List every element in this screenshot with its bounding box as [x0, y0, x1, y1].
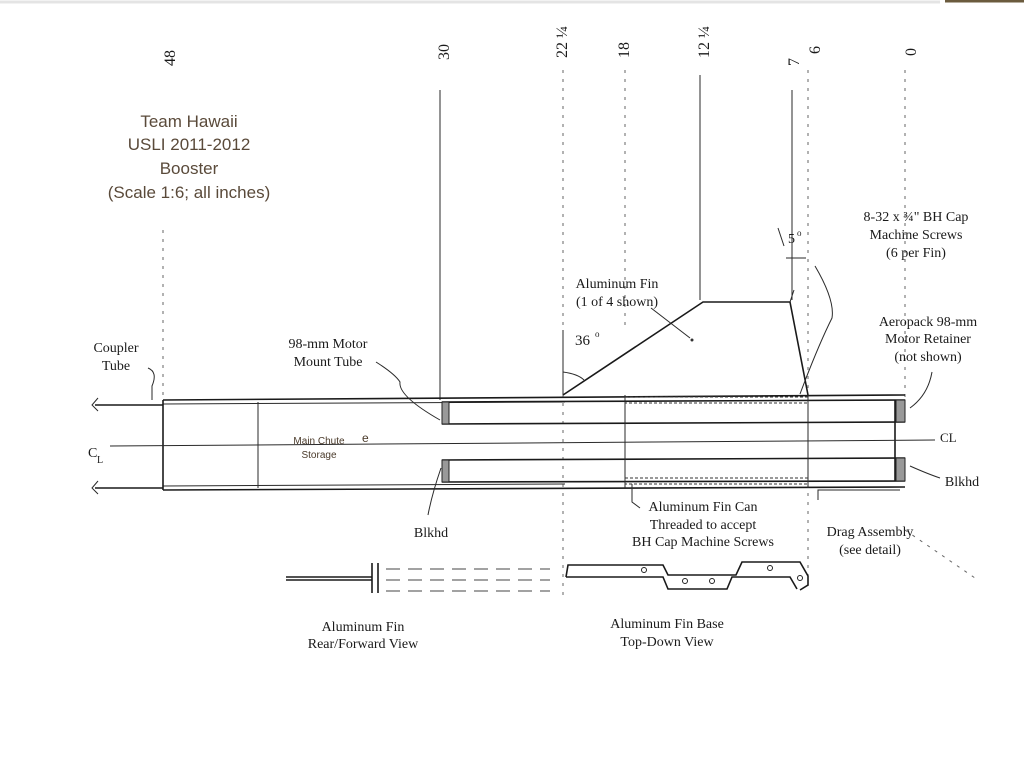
label-cl-right: CL [940, 430, 957, 445]
label-blkhd-right: Blkhd [945, 475, 979, 490]
screws-leader [799, 265, 833, 395]
leaders [147, 265, 976, 579]
fin-base-hole-3 [709, 578, 715, 584]
station-label-22: 22 ¼ [554, 26, 571, 58]
label-fin-can-1: Aluminum Fin Can [649, 500, 758, 515]
label-aeropack-2: Motor Retainer [885, 332, 971, 347]
fin-base-view: Aluminum Fin Base Top-Down View [565, 561, 809, 650]
coupler-leader [147, 367, 155, 400]
fin-can-bottom-strip [624, 477, 809, 485]
break-mark-top [91, 397, 99, 412]
label-cl-left: C [88, 446, 97, 461]
mmt-bottom-inner [441, 457, 906, 461]
drag-detail-leader [904, 529, 976, 579]
bulkhead-aft-bottom [895, 457, 906, 482]
fin-tip-mark [789, 289, 795, 303]
label-main-chute-1: Main Chute [293, 436, 345, 447]
label-fin-1: Aluminum Fin [576, 277, 659, 292]
angle-5-line [777, 227, 785, 247]
fin-can-leader [631, 484, 641, 509]
fin-rear-view: Aluminum Fin Rear/Forward View [286, 563, 550, 652]
label-aeropack-3: (not shown) [894, 350, 962, 365]
fin-base-hole-4 [767, 565, 773, 571]
station-labels: 48 30 22 ¼ 18 12 ¼ 7 6 0 [162, 26, 920, 66]
title-line-1: Team Hawaii [140, 112, 237, 131]
fin-base-hole-5 [797, 575, 803, 581]
label-screws-2: Machine Screws [870, 228, 963, 243]
fin-base-hole-2 [682, 578, 688, 584]
fin-center-dot [690, 338, 694, 342]
label-fin-view-1: Aluminum Fin [322, 620, 405, 635]
label-drag-2: (see detail) [839, 543, 901, 558]
label-angle-36-deg: o [595, 329, 600, 339]
station-label-18: 18 [616, 42, 633, 58]
motor-mount-leader [375, 361, 441, 421]
station-label-0: 0 [903, 48, 920, 56]
label-angle-36: 36 [575, 333, 591, 349]
label-screws-1: 8-32 x ¾" BH Cap [864, 210, 969, 225]
label-screws-3: (6 per Fin) [886, 246, 946, 261]
body-tube-bottom-inner [162, 483, 566, 487]
fin-can-top-strip [624, 396, 809, 404]
bulkhead-fwd-top [441, 401, 450, 425]
station-label-48: 48 [162, 50, 179, 66]
bulkhead-fwd-bottom [441, 459, 450, 483]
station-label-7: 7 [786, 58, 803, 66]
aeropack-leader [909, 371, 933, 409]
mmt-bottom-outer [441, 480, 906, 483]
label-fin-can-2: Threaded to accept [650, 518, 757, 533]
fin-leader [650, 307, 691, 339]
station-label-30: 30 [436, 44, 453, 60]
break-mark-bottom [91, 480, 99, 495]
fin-base-outline-bottom [566, 576, 798, 590]
labels: Coupler Tube 98-mm Motor Mount Tube Main… [88, 210, 979, 558]
body-tube-bottom [162, 486, 906, 491]
drag-bracket [817, 489, 900, 500]
label-e-mark: e [362, 431, 369, 445]
label-cl-left-sub: L [97, 455, 103, 466]
label-main-chute-2: Storage [301, 450, 336, 461]
title-block: Team Hawaii USLI 2011-2012 Booster (Scal… [108, 112, 271, 202]
station-label-6: 6 [807, 46, 824, 54]
fin-base-hole-1 [641, 567, 647, 573]
station-label-12: 12 ¼ [696, 26, 713, 58]
centerline [109, 439, 936, 447]
label-fin-base-1: Aluminum Fin Base [610, 617, 724, 632]
label-coupler-1: Coupler [93, 341, 138, 356]
airframe [91, 394, 936, 495]
title-line-3: Booster [160, 159, 219, 178]
fin-base-outline-top [565, 561, 809, 591]
label-fin-2: (1 of 4 shown) [576, 295, 658, 310]
label-angle-5: 5 [788, 232, 795, 247]
station-lines [162, 70, 906, 600]
angle-36-arc [562, 371, 585, 381]
body-tube-top [162, 394, 906, 401]
bulkhead-aft-top [895, 399, 906, 423]
fin-outline [562, 301, 809, 396]
label-motor-mount-2: Mount Tube [294, 355, 363, 370]
blkhd-left-leader [427, 467, 442, 516]
label-drag-1: Drag Assembly [827, 525, 914, 540]
label-aeropack-1: Aeropack 98-mm [879, 315, 977, 330]
blkhd-right-leader [909, 465, 941, 479]
label-angle-5-deg: o [797, 228, 802, 238]
label-fin-base-2: Top-Down View [620, 635, 714, 650]
label-blkhd-left: Blkhd [414, 526, 448, 541]
label-coupler-2: Tube [102, 359, 130, 374]
label-fin-can-3: BH Cap Machine Screws [632, 535, 774, 550]
title-line-4: (Scale 1:6; all inches) [108, 183, 271, 202]
mmt-top-outer [441, 399, 906, 403]
label-motor-mount-1: 98-mm Motor [289, 337, 368, 352]
mmt-top-inner [441, 421, 906, 425]
aluminum-fin [562, 227, 809, 396]
title-line-2: USLI 2011-2012 [128, 135, 251, 154]
label-fin-view-2: Rear/Forward View [308, 637, 419, 652]
